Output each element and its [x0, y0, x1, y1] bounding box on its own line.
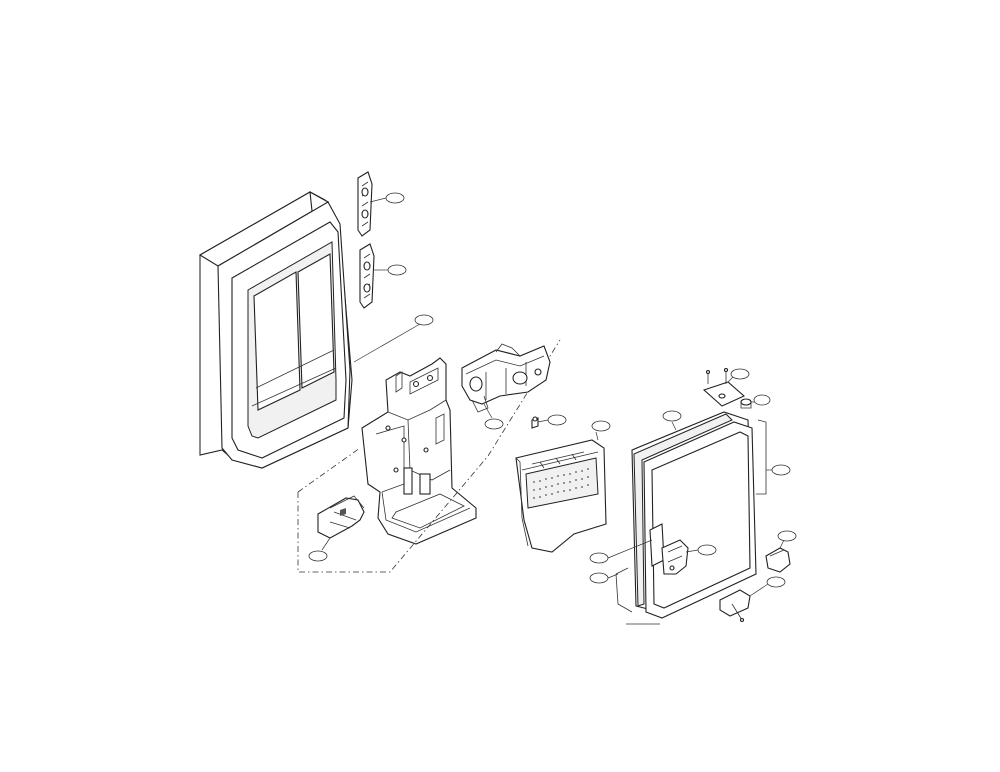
callouts: [308, 192, 797, 597]
upper-hinge-clip: [357, 171, 373, 237]
callout-bubble-c5: [547, 414, 567, 426]
dispenser-cover-panel: [515, 439, 607, 553]
top-hinge-bracket: [702, 367, 746, 407]
small-screw: [531, 416, 539, 429]
door-stopper: [765, 547, 791, 573]
callout-bubble-c3: [414, 314, 434, 326]
hinge-pin: [740, 398, 752, 409]
callout-bubble-c7: [662, 410, 682, 422]
callout-bubble-c1: [385, 192, 405, 204]
housing-group-boundary: [297, 339, 561, 573]
callout-bubble-c9: [753, 394, 771, 406]
paddle-actuator: [317, 495, 365, 539]
callout-bubble-c2: [387, 264, 407, 276]
callout-bubble-c15: [766, 576, 786, 588]
lower-hinge-clip: [359, 243, 375, 309]
callout-bubble-c8: [730, 368, 750, 380]
callout-bubble-c11: [697, 544, 717, 556]
door-assembly-bracket: [615, 419, 767, 613]
callout-bubble-c10: [771, 464, 791, 476]
bottom-hinge: [719, 589, 751, 623]
dispenser-housing: [361, 357, 477, 545]
callout-bubble-c14: [777, 530, 797, 542]
callout-bubble-c6: [591, 420, 611, 432]
callout-bubble-c4: [484, 418, 504, 430]
door-panel: [626, 411, 757, 625]
ice-chute-motor-assembly: [461, 343, 551, 413]
callout-bubble-c13: [589, 572, 609, 584]
callout-bubble-c12: [589, 552, 609, 564]
callout-bubble-c16: [308, 550, 328, 562]
door-frame-outer: [198, 191, 353, 469]
